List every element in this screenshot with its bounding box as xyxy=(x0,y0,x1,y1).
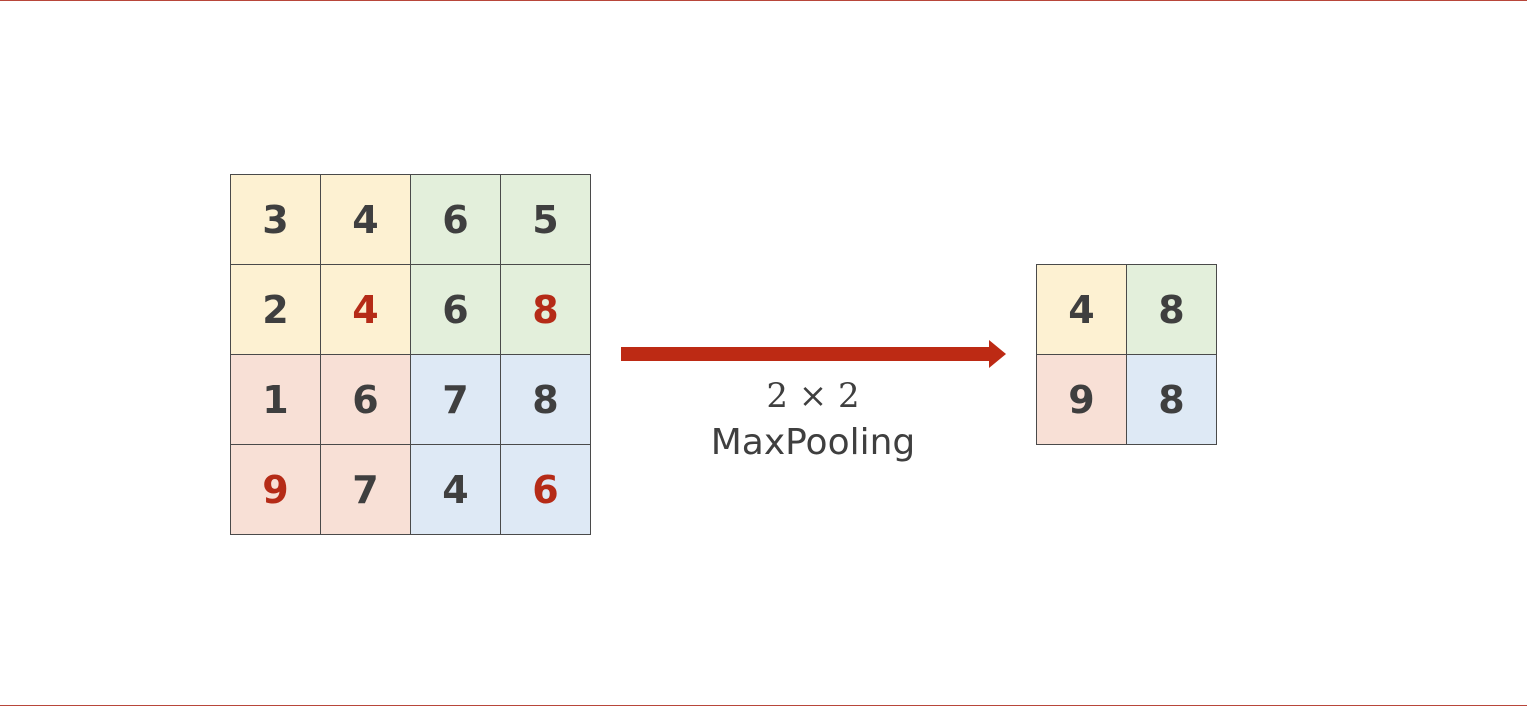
output-row: 9 8 xyxy=(1036,354,1217,445)
bottom-border-line xyxy=(0,705,1527,706)
input-row: 9 7 4 6 xyxy=(230,444,591,535)
output-cell: 9 xyxy=(1036,354,1127,445)
output-row: 4 8 xyxy=(1036,264,1217,355)
input-cell: 2 xyxy=(230,264,321,355)
input-row: 2 4 6 8 xyxy=(230,264,591,355)
top-border-line xyxy=(0,0,1527,1)
input-cell-max: 6 xyxy=(500,444,591,535)
output-cell: 8 xyxy=(1126,264,1217,355)
input-row: 3 4 6 5 xyxy=(230,174,591,265)
input-cell: 4 xyxy=(410,444,501,535)
input-row: 1 6 7 8 xyxy=(230,354,591,445)
input-cell: 3 xyxy=(230,174,321,265)
right-arrow-icon xyxy=(621,340,1006,368)
input-cell-max: 9 xyxy=(230,444,321,535)
input-feature-map: 3 4 6 5 2 4 6 8 1 6 7 8 9 7 4 6 xyxy=(230,174,591,535)
input-cell: 8 xyxy=(500,354,591,445)
input-cell: 6 xyxy=(320,354,411,445)
output-cell: 4 xyxy=(1036,264,1127,355)
input-cell: 7 xyxy=(410,354,501,445)
input-cell: 1 xyxy=(230,354,321,445)
input-cell: 4 xyxy=(320,174,411,265)
input-cell: 7 xyxy=(320,444,411,535)
input-cell-max: 8 xyxy=(500,264,591,355)
output-cell: 8 xyxy=(1126,354,1217,445)
input-cell: 5 xyxy=(500,174,591,265)
pool-size-label: 2 × 2 xyxy=(766,376,860,416)
input-cell-max: 4 xyxy=(320,264,411,355)
input-cell: 6 xyxy=(410,174,501,265)
operation-name-label: MaxPooling xyxy=(710,422,916,463)
input-cell: 6 xyxy=(410,264,501,355)
output-feature-map: 4 8 9 8 xyxy=(1036,264,1217,445)
